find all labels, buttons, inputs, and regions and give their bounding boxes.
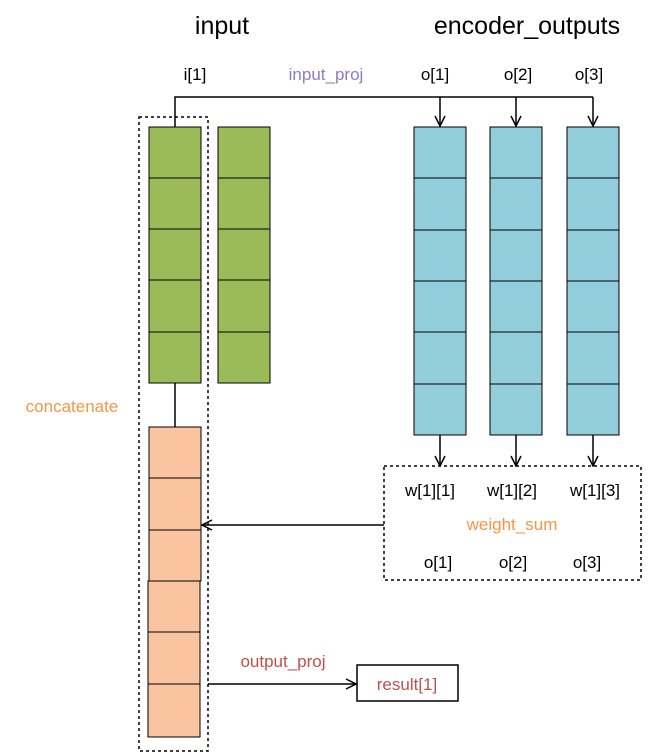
encoder-output-vector-2: [489, 126, 543, 436]
output-label-1: o[1]: [421, 65, 449, 84]
input-proj-label: input_proj: [289, 65, 364, 84]
weighted-output-label-2: o[2]: [499, 553, 527, 572]
input-heading: input: [195, 12, 249, 40]
concatenate-label: concatenate: [26, 397, 119, 416]
result-label: result[1]: [377, 675, 437, 694]
output-proj-label: output_proj: [240, 652, 325, 671]
result-box: [356, 664, 459, 702]
weighted-output-label-3: o[3]: [573, 553, 601, 572]
output-label-2: o[2]: [504, 65, 532, 84]
encoder-output-vector-3: [566, 126, 620, 436]
encoder-outputs-heading: encoder_outputs: [434, 12, 620, 40]
encoder-output-vector-1: [413, 126, 467, 436]
weight-sum-label: weight_sum: [466, 515, 558, 534]
weight-label-3: w[1][3]: [569, 481, 620, 500]
input-vector-1: [148, 126, 202, 384]
weighted-output-label-1: o[1]: [424, 553, 452, 572]
concatenate-box: [138, 116, 209, 752]
input-proj-connector: [174, 96, 593, 127]
input-vector-2: [217, 126, 271, 384]
concat-vector: [147, 426, 202, 738]
weight-sum-box: [383, 465, 642, 581]
weight-label-1: w[1][1]: [404, 481, 455, 500]
output-label-3: o[3]: [575, 65, 603, 84]
weight-label-2: w[1][2]: [486, 481, 537, 500]
input-index-label: i[1]: [184, 65, 207, 84]
